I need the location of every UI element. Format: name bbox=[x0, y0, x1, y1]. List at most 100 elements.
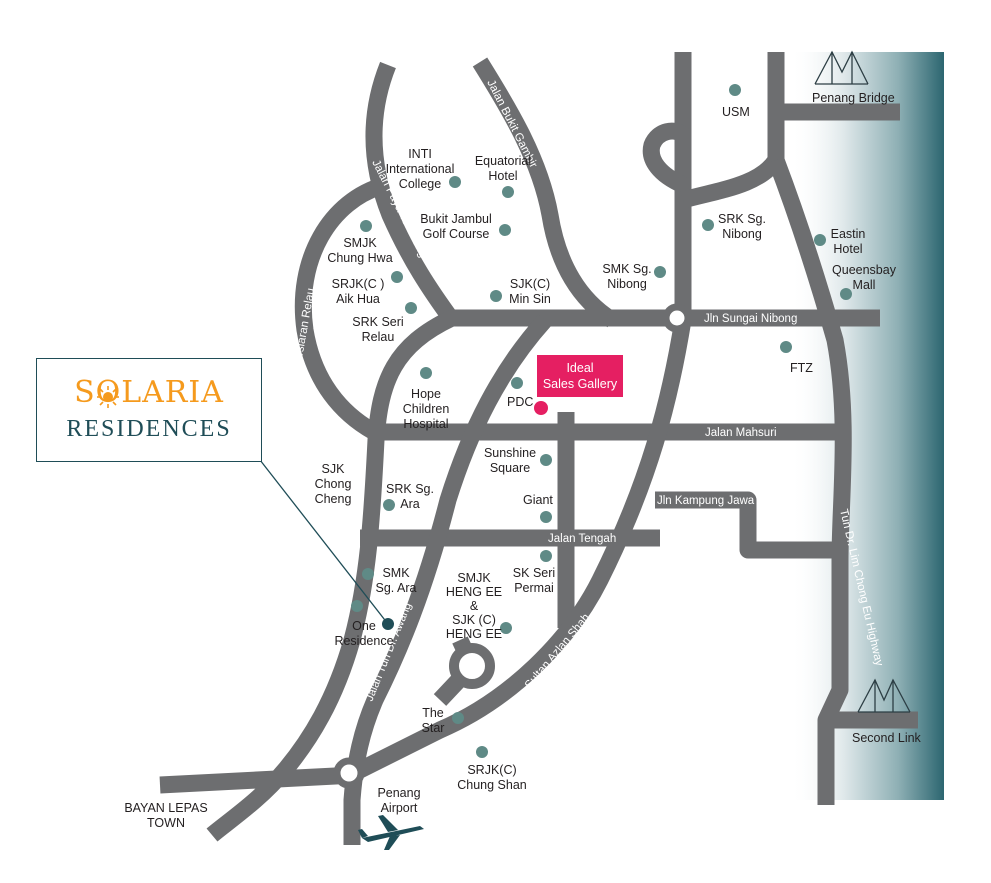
logo-name: SOLARIA bbox=[74, 375, 224, 410]
logo-subtitle: RESIDENCES bbox=[66, 416, 232, 442]
svg-text:Equatorial: Equatorial bbox=[475, 154, 531, 168]
solaria-logo-box: SOLARIA RESIDENCES bbox=[36, 358, 262, 462]
svg-text:Hotel: Hotel bbox=[488, 169, 517, 183]
road-bayan-lepas bbox=[159, 766, 356, 794]
logo-pointer-line bbox=[259, 459, 389, 625]
svg-text:TOWN: TOWN bbox=[147, 816, 185, 830]
svg-text:Sunshine: Sunshine bbox=[484, 446, 536, 460]
svg-text:SMK: SMK bbox=[382, 566, 410, 580]
road-east-link bbox=[680, 52, 785, 209]
svg-text:Chong: Chong bbox=[315, 477, 352, 491]
svg-text:SRJK(C ): SRJK(C ) bbox=[332, 277, 385, 291]
poi-queensbay: Queensbay Mall bbox=[832, 263, 897, 300]
svg-text:Ideal: Ideal bbox=[566, 361, 593, 375]
svg-text:USM: USM bbox=[722, 105, 750, 119]
svg-text:Star: Star bbox=[422, 721, 445, 735]
svg-text:Airport: Airport bbox=[381, 801, 418, 815]
svg-text:Bukit Jambul: Bukit Jambul bbox=[420, 212, 492, 226]
poi-srjk-chung-shan: SRJK(C) Chung Shan bbox=[457, 746, 527, 792]
svg-text:Chung Shan: Chung Shan bbox=[457, 778, 527, 792]
svg-text:Permai: Permai bbox=[514, 581, 554, 595]
svg-text:SK Seri: SK Seri bbox=[513, 566, 555, 580]
road-kampung-jawa bbox=[655, 491, 845, 559]
poi-smjk-heng-ee: SMJK HENG EE & SJK (C) HENG EE bbox=[446, 571, 512, 641]
svg-text:One: One bbox=[352, 619, 376, 633]
road-relau-arc bbox=[294, 176, 388, 443]
svg-text:The: The bbox=[422, 706, 444, 720]
poi-srk-sg-nibong: SRK Sg. Nibong bbox=[702, 212, 766, 241]
svg-text:Aik Hua: Aik Hua bbox=[336, 292, 380, 306]
poi-sunshine-square: Sunshine Square bbox=[484, 446, 552, 475]
poi-smk-sg-ara: SMK Sg. Ara bbox=[362, 566, 417, 595]
road-sultan-azlan-shah bbox=[346, 318, 692, 783]
poi-srk-sg-ara: SRK Sg. Ara bbox=[383, 482, 434, 511]
svg-text:Eastin: Eastin bbox=[831, 227, 866, 241]
svg-text:Sg. Ara: Sg. Ara bbox=[376, 581, 417, 595]
poi-equatorial: Equatorial Hotel bbox=[475, 154, 531, 198]
label-jalan-sultan-azlan-shah: Jalan Sultan Azlan Shah bbox=[503, 612, 592, 715]
poi-inti: INTI International College bbox=[386, 147, 461, 191]
svg-text:HENG EE: HENG EE bbox=[446, 585, 502, 599]
label-jln-kampung-jawa: Jln Kampung Jawa bbox=[657, 495, 755, 507]
poi-giant: Giant bbox=[523, 493, 553, 523]
poi-usm: USM bbox=[722, 84, 750, 119]
road-tun-awang bbox=[343, 314, 552, 845]
airplane-icon bbox=[358, 815, 424, 850]
svg-text:Nibong: Nibong bbox=[722, 227, 762, 241]
poi-smjk-chung-hwa: SMJK Chung Hwa bbox=[327, 220, 393, 265]
road-north-left-loop bbox=[365, 61, 459, 326]
svg-text:HENG EE: HENG EE bbox=[446, 627, 502, 641]
svg-text:Relau: Relau bbox=[362, 330, 395, 344]
svg-text:Children: Children bbox=[403, 402, 450, 416]
label-second-link: Second Link bbox=[852, 731, 922, 745]
poi-penang-airport: Penang Airport bbox=[377, 786, 420, 815]
svg-text:SMJK: SMJK bbox=[343, 236, 377, 250]
svg-text:Hotel: Hotel bbox=[833, 242, 862, 256]
svg-text:SJK: SJK bbox=[322, 462, 346, 476]
svg-text:Chung Hwa: Chung Hwa bbox=[327, 251, 392, 265]
poi-ftz: FTZ bbox=[780, 341, 813, 375]
poi-the-star: The Star bbox=[422, 706, 464, 735]
svg-text:Min Sin: Min Sin bbox=[509, 292, 551, 306]
svg-text:SRK Sg.: SRK Sg. bbox=[386, 482, 434, 496]
second-link-icon bbox=[857, 678, 911, 713]
roundabout-nibong bbox=[662, 303, 692, 333]
svg-text:Golf Course: Golf Course bbox=[423, 227, 490, 241]
poi-pdc: PDC bbox=[507, 377, 533, 409]
poi-eastin: Eastin Hotel bbox=[814, 227, 865, 256]
road-highway bbox=[768, 156, 852, 805]
poi-hope-children-hospital: Hope Children Hospital bbox=[403, 367, 450, 431]
svg-text:SRJK(C): SRJK(C) bbox=[467, 763, 516, 777]
svg-text:&: & bbox=[470, 599, 479, 613]
svg-text:SMJK: SMJK bbox=[457, 571, 491, 585]
sun-icon bbox=[97, 386, 119, 408]
svg-text:Queensbay: Queensbay bbox=[832, 263, 897, 277]
poi-bayan-lepas: BAYAN LEPAS TOWN bbox=[124, 801, 207, 830]
svg-text:Mall: Mall bbox=[853, 278, 876, 292]
svg-text:International: International bbox=[386, 162, 455, 176]
poi-sk-seri-permai: SK Seri Permai bbox=[513, 550, 555, 595]
svg-text:College: College bbox=[399, 177, 441, 191]
poi-bukit-jambul: Bukit Jambul Golf Course bbox=[420, 212, 511, 241]
svg-text:Sales Gallery: Sales Gallery bbox=[543, 377, 618, 391]
road-bukit-gambir bbox=[472, 57, 617, 328]
roundabout-the-star bbox=[449, 643, 495, 689]
svg-text:SRK Seri: SRK Seri bbox=[352, 315, 403, 329]
road-usm-loop bbox=[642, 122, 689, 193]
label-jalan-tengah: Jalan Tengah bbox=[548, 533, 616, 545]
poi-sjk-min-sin: SJK(C) Min Sin bbox=[490, 277, 551, 306]
svg-text:Cheng: Cheng bbox=[315, 492, 352, 506]
svg-text:Nibong: Nibong bbox=[607, 277, 647, 291]
svg-text:BAYAN LEPAS: BAYAN LEPAS bbox=[124, 801, 207, 815]
poi-ideal-sales-gallery: Ideal Sales Gallery bbox=[534, 355, 623, 415]
svg-text:SJK (C): SJK (C) bbox=[452, 613, 496, 627]
label-jln-sungai-nibong: Jln Sungai Nibong bbox=[704, 313, 797, 325]
svg-text:Residence: Residence bbox=[334, 634, 393, 648]
svg-text:SJK(C): SJK(C) bbox=[510, 277, 550, 291]
roundabout-airport bbox=[333, 757, 365, 789]
svg-text:INTI: INTI bbox=[408, 147, 432, 161]
poi-smk-sg-nibong: SMK Sg. Nibong bbox=[602, 262, 666, 291]
svg-text:FTZ: FTZ bbox=[790, 361, 813, 375]
